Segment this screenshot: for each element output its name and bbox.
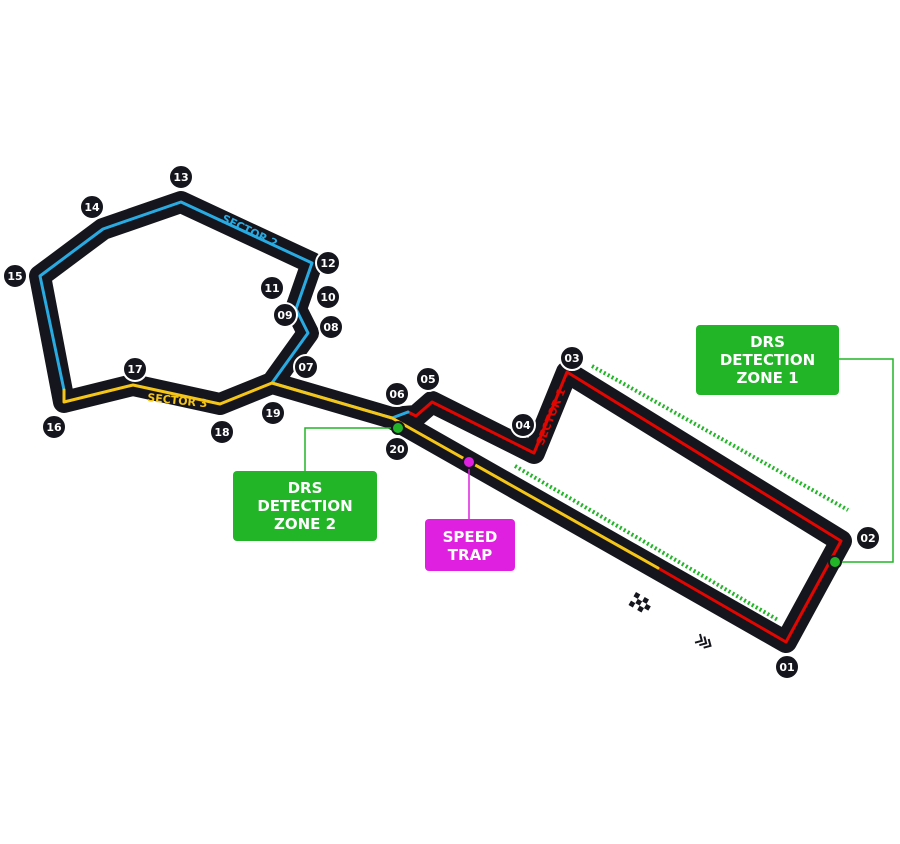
drs-zone-1-line1: DRS [750, 333, 785, 351]
corner-16: 16 [41, 414, 67, 440]
corner-03: 03 [559, 345, 585, 371]
corner-01: 01 [774, 654, 800, 680]
corner-04: 04 [510, 412, 536, 438]
corner-label: 13 [173, 171, 188, 184]
corner-17: 17 [122, 356, 148, 382]
drs-detection-zone-2: DRS DETECTION ZONE 2 [233, 471, 377, 541]
corner-label: 14 [84, 201, 100, 214]
corner-label: 15 [7, 270, 22, 283]
sector-3-label: SECTOR 3 [147, 391, 208, 410]
drs-zone-2-line3: ZONE 2 [274, 515, 336, 533]
corner-06: 06 [384, 381, 410, 407]
track-outline [29, 191, 852, 653]
drs-detection-point-2 [391, 421, 405, 435]
corner-label: 18 [214, 426, 229, 439]
corner-label: 02 [860, 532, 875, 545]
drs-zone-1-line2: DETECTION [720, 351, 815, 369]
corner-label: 03 [564, 352, 579, 365]
corner-02: 02 [855, 525, 881, 551]
corner-19: 19 [260, 400, 286, 426]
corner-label: 07 [298, 361, 313, 374]
drs-zones [513, 364, 849, 622]
corner-08: 08 [318, 314, 344, 340]
drs-zone-1-connector [835, 358, 894, 563]
corner-label: 04 [515, 419, 531, 432]
corner-label: 01 [779, 661, 794, 674]
speed-trap-point [462, 455, 476, 469]
speed-trap-line1: SPEED [443, 528, 498, 546]
corner-label: 11 [264, 282, 279, 295]
drs-zone-1-line [591, 364, 849, 512]
corner-09: 09 [272, 302, 298, 328]
corner-07: 07 [293, 354, 319, 380]
corner-13: 13 [168, 164, 194, 190]
corner-18: 18 [209, 419, 235, 445]
corner-label: 20 [389, 443, 405, 456]
corner-markers: 01 02 03 04 05 06 07 08 09 10 11 12 13 14 15 16 17 18 19 20 [2, 164, 881, 680]
corner-label: 06 [389, 388, 405, 401]
speed-trap-line2: TRAP [448, 546, 492, 564]
drs-zone-2-line1: DRS [288, 479, 323, 497]
callout-lines [304, 358, 894, 563]
corner-05: 05 [415, 366, 441, 392]
corner-12: 12 [315, 250, 341, 276]
corner-label: 16 [46, 421, 62, 434]
corner-15: 15 [2, 263, 28, 289]
sector-3-line [62, 381, 660, 570]
drs-detection-point-1 [828, 555, 842, 569]
corner-label: 05 [420, 373, 435, 386]
track [29, 191, 852, 653]
drs-zone-2-line [513, 464, 780, 622]
corner-label: 08 [323, 321, 338, 334]
sector-1-line [406, 370, 843, 644]
drs-zone-2-connector [304, 427, 398, 472]
corner-label: 17 [127, 363, 142, 376]
checkered-flag-icon [628, 592, 651, 613]
corner-label: 10 [320, 291, 336, 304]
speed-trap-box: SPEED TRAP [425, 519, 515, 571]
drs-zone-2-line2: DETECTION [257, 497, 352, 515]
corner-14: 14 [79, 194, 105, 220]
corner-10: 10 [315, 284, 341, 310]
drs-detection-zone-1: DRS DETECTION ZONE 1 [696, 325, 839, 395]
corner-label: 12 [320, 257, 335, 270]
direction-chevrons-icon [694, 633, 712, 649]
corner-label: 19 [265, 407, 280, 420]
corner-label: 09 [277, 309, 292, 322]
corner-20: 20 [384, 436, 410, 462]
corner-11: 11 [259, 275, 285, 301]
drs-zone-1-line3: ZONE 1 [736, 369, 798, 387]
